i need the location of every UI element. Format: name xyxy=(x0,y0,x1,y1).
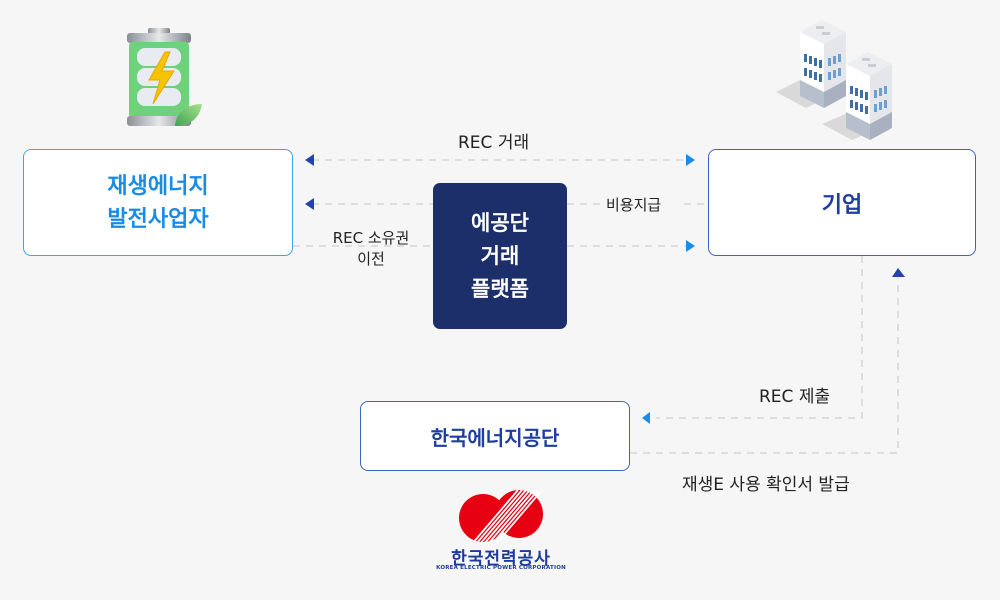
node-company-label: 기업 xyxy=(821,192,863,218)
kepco-emblem-icon xyxy=(459,490,543,544)
edge-label-rec-transfer-line2: 이전 xyxy=(357,250,385,268)
node-energy-agency: 한국에너지공단 xyxy=(360,401,630,471)
office-buildings-icon xyxy=(776,20,892,140)
node-producer-label-line2: 발전사업자 xyxy=(107,206,209,232)
edge-label-rec-trade: REC 거래 xyxy=(458,133,530,153)
arrow-left-icon xyxy=(305,154,314,166)
edge-label-rec-transfer: REC 소유권 이전 xyxy=(323,227,419,269)
node-trading-platform: 에공단 거래 플랫폼 xyxy=(433,183,567,329)
node-platform-label-line3: 플랫폼 xyxy=(471,276,529,301)
edge-label-certificate: 재생E 사용 확인서 발급 xyxy=(682,475,850,495)
node-company: 기업 xyxy=(708,149,976,256)
node-agency-label: 한국에너지공단 xyxy=(430,425,560,450)
edge-label-rec-submit: REC 제출 xyxy=(759,387,831,407)
edge-label-payment: 비용지급 xyxy=(606,196,662,214)
arrow-up-icon xyxy=(892,268,905,277)
battery-icon xyxy=(127,28,202,126)
arrow-right-icon xyxy=(686,154,695,166)
arrow-left-icon xyxy=(642,412,650,424)
edge-rec-submit-line xyxy=(656,256,863,419)
node-platform-label-line1: 에공단 xyxy=(471,210,529,235)
arrow-left-icon xyxy=(305,198,314,210)
arrow-right-icon xyxy=(686,240,695,252)
kepco-logo: 한국전력공사 KOREA ELECTRIC POWER CORPORATION xyxy=(436,490,566,578)
kepco-name-korean: 한국전력공사 xyxy=(451,549,551,569)
node-producer-label-line1: 재생에너지 xyxy=(107,173,209,199)
edge-certificate-line xyxy=(630,278,899,454)
kepco-name-english: KOREA ELECTRIC POWER CORPORATION xyxy=(436,565,566,571)
node-renewable-producer: 재생에너지 발전사업자 xyxy=(23,149,293,256)
node-platform-label-line2: 거래 xyxy=(480,243,520,268)
edge-label-rec-transfer-line1: REC 소유권 xyxy=(332,229,410,247)
